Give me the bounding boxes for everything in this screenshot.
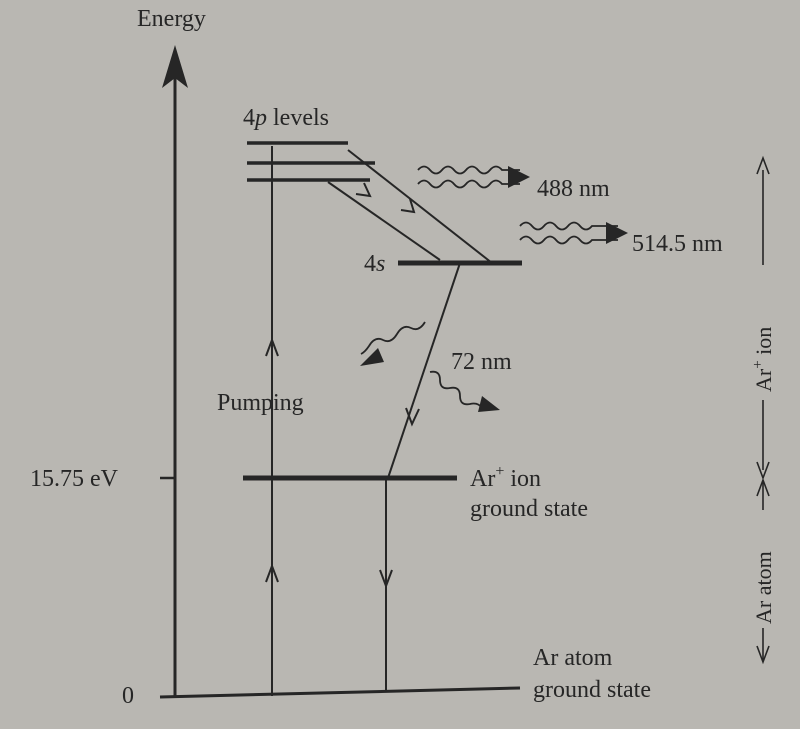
side-label-ar-atom: Ar atom [751,551,776,624]
transition-488-arrow [400,198,416,214]
ar-atom-ground-label-line2: ground state [533,677,651,703]
pumping-label: Pumping [217,390,304,416]
energy-axis-label: Energy [137,6,206,32]
level-4p-label: 4p levels [243,105,329,131]
wavelength-514-label: 514.5 nm [632,231,723,257]
side-label-ar-ion: Ar+ ion [750,327,776,392]
energy-15-75-label: 15.75 eV [30,466,119,492]
photon-514-wave-bottom [519,235,618,245]
photon-488-arrowhead [508,166,530,188]
ar-ion-ground-label-line1: Ar+ ion [470,463,541,492]
atom-span-arrow-bottom [756,645,770,665]
photon-72-wave-right [429,370,483,409]
photon-514-wave-top [519,221,618,231]
transition-72-arrow [405,407,420,427]
photon-488-wave-top [417,165,520,175]
ar-atom-ground-label-line1: Ar atom [533,645,613,671]
photon-72-arrowhead-right [478,396,500,412]
photon-488-wave-bottom [417,179,520,189]
recombination-arrow [379,569,393,589]
atom-span-arrow-top [756,477,770,497]
photon-72-wave-left [360,321,426,355]
ar-ion-ground-label-line2: ground state [470,496,588,522]
transition-72-line [387,262,461,479]
transition-514-arrow [355,182,372,198]
ion-span-arrow-top [756,155,770,175]
wavelength-72-label: 72 nm [451,349,512,375]
transition-514-line [327,181,441,261]
pumping-arrow-upper [265,337,279,357]
energy-zero-label: 0 [122,683,134,709]
photon-514-arrowhead [606,222,628,244]
transition-488-line [347,149,493,264]
energy-axis-arrowhead [162,45,188,88]
level-4s-label: 4s [364,251,385,277]
wavelength-488-label: 488 nm [537,176,610,202]
ar-atom-ground-line [159,686,521,699]
pumping-arrow-lower [265,563,279,583]
photon-72-arrowhead-left [360,348,384,366]
